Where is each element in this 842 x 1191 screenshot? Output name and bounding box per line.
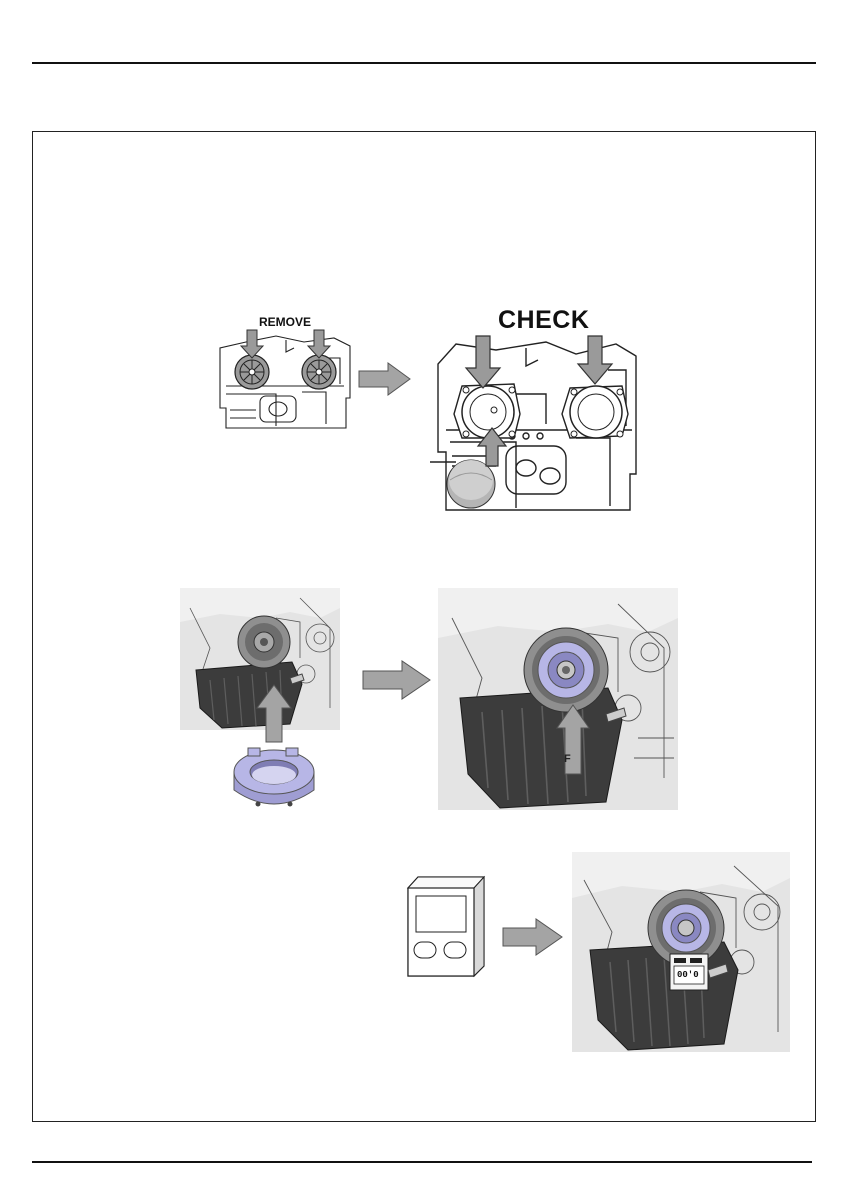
check-left-arrow-icon <box>466 336 500 388</box>
check-illustration <box>426 334 642 520</box>
locking-tool-icon <box>228 746 320 820</box>
crank-pulley-fitted-icon <box>524 628 608 712</box>
check-right-arrow-icon <box>578 336 612 384</box>
force-label: F <box>564 753 571 765</box>
remove-illustration <box>216 328 354 438</box>
engine-gauge-illustration <box>572 852 790 1052</box>
force-arrow-icon <box>556 704 590 776</box>
check-left-seal-icon <box>454 384 520 438</box>
remove-label: REMOVE <box>259 315 311 329</box>
crank-pulley-small-icon <box>238 616 290 668</box>
check-label: CHECK <box>498 306 589 335</box>
digital-gauge-icon <box>404 876 486 978</box>
remove-right-gear-icon <box>302 355 336 389</box>
footer-rule <box>32 1161 812 1163</box>
header-rule <box>32 62 816 64</box>
remove-left-gear-icon <box>235 355 269 389</box>
step1-arrow-icon <box>358 362 412 396</box>
engine-fitted-illustration <box>438 588 678 810</box>
step3-arrow-icon <box>502 918 564 956</box>
step2-up-arrow-icon <box>256 684 292 744</box>
gauge-reading: 00'0 <box>677 970 699 980</box>
remove-right-arrow-icon <box>308 330 330 358</box>
check-right-seal-icon <box>562 386 628 438</box>
check-cap-icon <box>447 460 495 508</box>
step2-arrow-icon <box>362 660 432 700</box>
remove-left-arrow-icon <box>241 330 263 358</box>
